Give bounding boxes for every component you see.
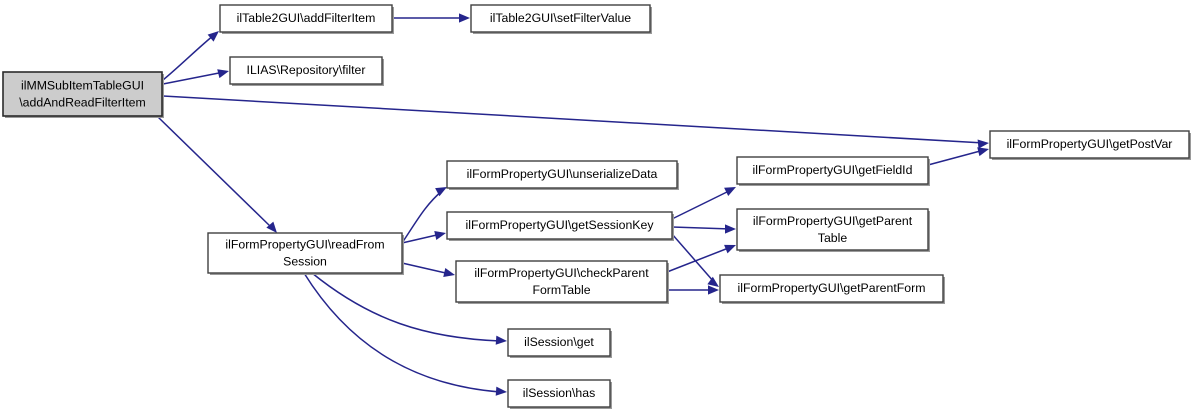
node-box[interactable] [207,232,403,274]
node-label-line1: ILIAS\Repository\filter [247,63,366,77]
node-box[interactable] [736,156,929,185]
nodes-layer: ilMMSubItemTableGUI \addAndReadFilterItem… [2,4,1191,409]
node-box[interactable] [989,130,1190,159]
node-box[interactable] [446,160,678,189]
arrow-head [217,69,229,79]
node-getFieldId[interactable]: ilFormPropertyGUI\getFieldId [736,156,930,186]
node-box[interactable] [470,4,651,33]
arrow-head [707,276,719,287]
node-box[interactable] [2,71,163,117]
node-label-line1: ilFormPropertyGUI\getSessionKey [466,218,655,232]
node-label-line1: ilTable2GUI\setFilterValue [490,11,631,25]
node-root[interactable]: ilMMSubItemTableGUI \addAndReadFilterItem [2,71,164,118]
node-label-line1: ilFormPropertyGUI\checkParent [474,266,649,280]
node-label-line1: ilTable2GUI\addFilterItem [237,11,376,25]
arrow-head [266,221,277,233]
node-label-line1: ilFormPropertyGUI\getPostVar [1007,137,1173,151]
node-sessionHas[interactable]: ilSession\has [507,379,612,409]
node-box[interactable] [719,274,944,303]
arrow-head [977,139,989,149]
node-label-line2: Session [283,254,327,268]
arrow-head [725,224,736,234]
edge-readFromSession-to-sessionHas [303,272,507,396]
arrow-head [434,230,446,240]
node-getPostVar[interactable]: ilFormPropertyGUI\getPostVar [989,130,1191,160]
node-label-line1: ilFormPropertyGUI\getParentForm [738,281,926,295]
node-label-line1: ilFormPropertyGUI\getFieldId [753,163,913,177]
node-box[interactable] [507,379,611,408]
node-label-line1: ilMMSubItemTableGUI [21,78,144,92]
edge-checkParentFormTable-to-getParentTable [666,244,736,273]
edge-getSessionKey-to-getParentTable [671,224,736,234]
node-box[interactable] [455,260,668,303]
arrow-head [724,187,736,197]
node-unserializeData[interactable]: ilFormPropertyGUI\unserializeData [446,160,679,190]
edge-root-to-repositoryFilter [162,69,229,85]
arrow-head [724,244,736,254]
node-box[interactable] [219,4,393,33]
arrow-head [977,147,989,157]
node-label-line1: ilSession\has [523,386,595,400]
arrow-head [207,31,219,42]
node-label-line2: Table [818,231,848,245]
edge-root-to-addFilterItem [162,31,219,81]
edges-layer [157,13,989,396]
node-label-line1: ilSession\get [524,335,594,349]
node-getParentForm[interactable]: ilFormPropertyGUI\getParentForm [719,274,945,304]
arrow-head [495,335,507,345]
arrow-head [708,285,719,295]
arrow-head [459,13,470,23]
edge-root-to-readFromSession [157,116,277,233]
arrow-head [435,187,447,197]
edge-readFromSession-to-getSessionKey [401,230,446,244]
edge-checkParentFormTable-to-getParentForm [667,285,719,295]
edge-root-to-getPostVar [162,95,989,149]
node-getSessionKey[interactable]: ilFormPropertyGUI\getSessionKey [446,211,674,241]
node-box[interactable] [736,208,929,251]
node-label-line1: ilFormPropertyGUI\getParent [753,214,913,228]
node-repositoryFilter[interactable]: ILIAS\Repository\filter [229,56,384,86]
edge-addFilterItem-to-setFilterValue [392,13,470,23]
edge-getSessionKey-to-getFieldId [671,187,736,220]
arrow-head [443,268,455,278]
edge-getSessionKey-to-getParentForm [671,233,719,287]
node-box[interactable] [229,56,383,85]
edge-readFromSession-to-unserializeData [401,187,447,244]
node-label-line1: ilFormPropertyGUI\readFrom [225,237,384,251]
node-box[interactable] [507,328,611,357]
edge-readFromSession-to-checkParentFormTable [401,262,455,278]
node-box[interactable] [446,211,673,240]
node-label-line1: ilFormPropertyGUI\unserializeData [467,167,658,181]
node-label-line2: FormTable [532,283,590,297]
node-sessionGet[interactable]: ilSession\get [507,328,612,358]
node-setFilterValue[interactable]: ilTable2GUI\setFilterValue [470,4,652,34]
edge-readFromSession-to-sessionGet [311,272,507,345]
edge-getFieldId-to-getPostVar [927,147,989,166]
arrow-head [495,386,507,396]
node-label-line2: \addAndReadFilterItem [19,95,145,109]
node-addFilterItem[interactable]: ilTable2GUI\addFilterItem [219,4,394,34]
